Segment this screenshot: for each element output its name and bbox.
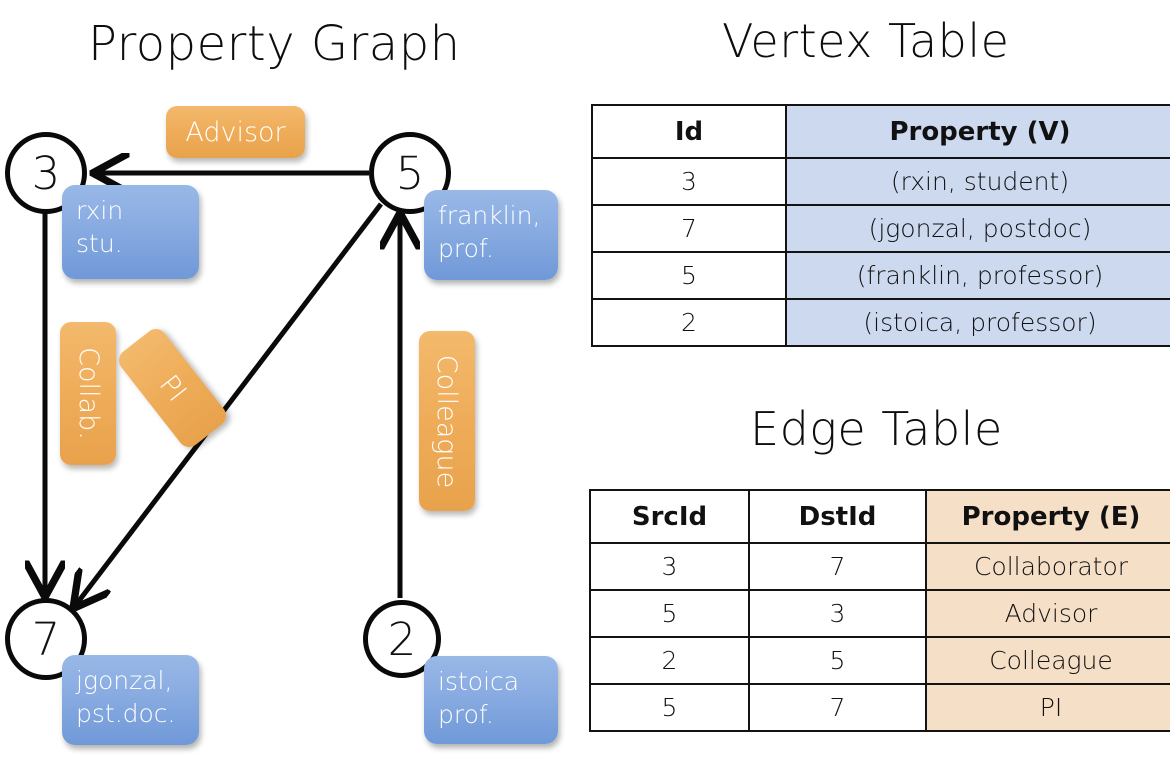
vertex-cell-id: 3	[591, 157, 787, 206]
table-row[interactable]: 7 (jgonzal, postdoc)	[591, 204, 1170, 253]
table-row[interactable]: 5 7 PI	[589, 683, 1170, 732]
edge-label-text: Collab.	[72, 347, 104, 440]
graph-edges-layer	[0, 0, 585, 760]
edge-cell-srcid: 3	[589, 542, 750, 591]
vertex-property-box-jgonzal[interactable]: jgonzal, pst.doc.	[62, 655, 199, 745]
edge-table-header-dstid: DstId	[748, 489, 927, 544]
table-row[interactable]: 5 3 Advisor	[589, 589, 1170, 638]
edge-label-colleague[interactable]: Colleague	[419, 331, 475, 511]
edge-cell-dstid: 5	[748, 636, 927, 685]
edge-cell-dstid: 7	[748, 683, 927, 732]
vertex-cell-id: 2	[591, 298, 787, 347]
edge-cell-srcid: 5	[589, 589, 750, 638]
vertex-property-line-2: stu.	[76, 228, 123, 258]
edge-table-header-srcid: SrcId	[589, 489, 750, 544]
vertex-property-line-2: pst.doc.	[76, 698, 176, 728]
vertex-property-box-istoica[interactable]: istoica prof.	[424, 656, 558, 744]
vertex-property-line-1: istoica	[438, 667, 520, 696]
edge-label-text: Colleague	[431, 354, 463, 488]
table-row[interactable]: 3 7 Collaborator	[589, 542, 1170, 591]
vertex-property-line-2: prof.	[438, 233, 494, 263]
vertex-cell-property: (istoica, professor)	[785, 298, 1170, 347]
vertex-cell-property: (franklin, professor)	[785, 251, 1170, 300]
edge-table-header-row: SrcId DstId Property (E)	[589, 489, 1170, 544]
vertex-property-line-2: prof.	[438, 699, 494, 729]
table-row[interactable]: 2 (istoica, professor)	[591, 298, 1170, 347]
graph-node-2[interactable]: 2	[363, 600, 441, 678]
vertex-table: Id Property (V) 3 (rxin, student) 7 (jgo…	[591, 104, 1170, 347]
page-title-vertex-table: Vertex Table	[722, 14, 1010, 68]
vertex-cell-id: 7	[591, 204, 787, 253]
edge-label-text: PI	[152, 368, 193, 408]
edge-cell-srcid: 2	[589, 636, 750, 685]
vertex-property-line-1: rxin	[76, 196, 124, 225]
edge-table-header-property: Property (E)	[925, 489, 1170, 544]
edge-cell-dstid: 7	[748, 542, 927, 591]
vertex-table-header-id: Id	[591, 104, 787, 159]
edge-cell-property: Colleague	[925, 636, 1170, 685]
edge-label-text: Advisor	[185, 116, 286, 148]
vertex-cell-property: (rxin, student)	[785, 157, 1170, 206]
vertex-cell-id: 5	[591, 251, 787, 300]
edge-cell-property: PI	[925, 683, 1170, 732]
edge-cell-property: Advisor	[925, 589, 1170, 638]
page-title-property-graph: Property Graph	[88, 16, 461, 72]
edge-cell-dstid: 3	[748, 589, 927, 638]
edge-cell-property: Collaborator	[925, 542, 1170, 591]
property-graph-diagram: 3 5 7 2 rxin stu. franklin, prof. jgonza…	[0, 0, 585, 760]
table-row[interactable]: 3 (rxin, student)	[591, 157, 1170, 206]
vertex-cell-property: (jgonzal, postdoc)	[785, 204, 1170, 253]
table-row[interactable]: 5 (franklin, professor)	[591, 251, 1170, 300]
vertex-property-box-franklin[interactable]: franklin, prof.	[424, 190, 558, 280]
edge-cell-srcid: 5	[589, 683, 750, 732]
vertex-property-line-1: franklin,	[438, 201, 541, 230]
edge-label-collab[interactable]: Collab.	[60, 322, 116, 465]
vertex-table-header-row: Id Property (V)	[591, 104, 1170, 159]
vertex-table-header-property: Property (V)	[785, 104, 1170, 159]
table-row[interactable]: 2 5 Colleague	[589, 636, 1170, 685]
vertex-property-box-rxin[interactable]: rxin stu.	[62, 185, 199, 279]
page-title-edge-table: Edge Table	[750, 402, 1003, 456]
vertex-property-line-1: jgonzal,	[76, 666, 173, 695]
edge-label-advisor[interactable]: Advisor	[166, 106, 305, 158]
edge-table: SrcId DstId Property (E) 3 7 Collaborato…	[589, 489, 1170, 732]
edge-5-to-7-pi	[75, 202, 383, 606]
